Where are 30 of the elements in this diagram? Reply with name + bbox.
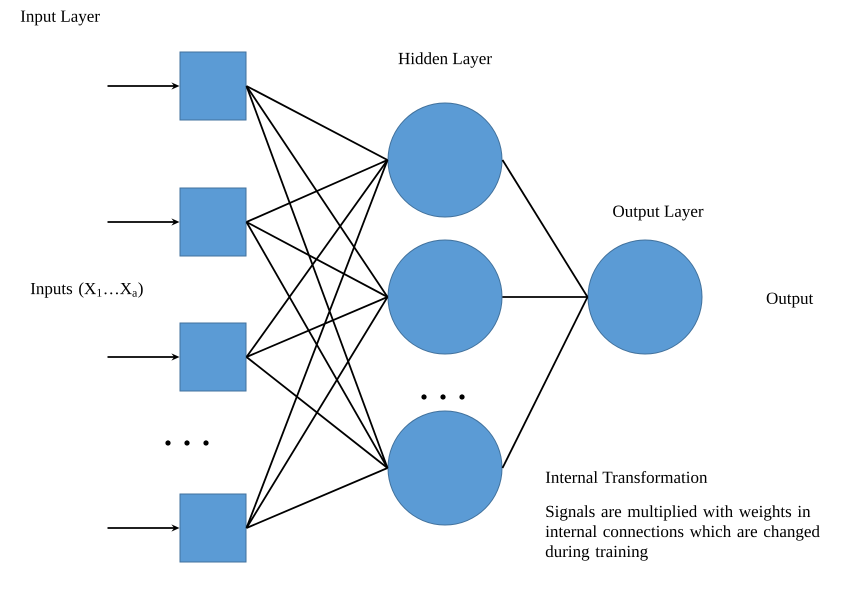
connection-line	[246, 86, 388, 298]
neuron-circle	[388, 102, 502, 218]
connection-line	[246, 86, 388, 468]
connection-line	[246, 85, 388, 161]
connection-line	[246, 296, 388, 528]
layer-label: Hidden Layer	[398, 52, 492, 68]
connection-line	[246, 159, 388, 358]
connection-line	[246, 467, 388, 529]
description-text: Signals are multiplied with weights in internal connections which are changed during training	[546, 505, 820, 561]
layer-label: Output Layer	[613, 206, 704, 220]
connection-line	[502, 296, 588, 468]
neuron-circle	[388, 240, 502, 354]
connection-line	[502, 296, 588, 298]
input-square	[180, 188, 246, 256]
layer-label: Internal Transformation	[546, 470, 708, 484]
connection-line	[246, 356, 388, 469]
layer-label: Input Layer	[20, 10, 100, 26]
connection-line	[246, 221, 388, 298]
neuron-circle	[388, 410, 502, 526]
connection-line	[246, 160, 388, 528]
input-square	[180, 494, 246, 562]
connection-line	[246, 159, 388, 223]
connection-line	[502, 160, 588, 298]
input-square	[180, 52, 246, 120]
connection-line	[246, 222, 388, 468]
connection-line	[246, 296, 388, 358]
layer-label: Inputs (X$_{1}$…X$_{a}$)	[30, 282, 143, 298]
input-square	[180, 322, 246, 392]
neuron-circle	[588, 240, 702, 354]
node-caption: Output	[766, 292, 814, 308]
